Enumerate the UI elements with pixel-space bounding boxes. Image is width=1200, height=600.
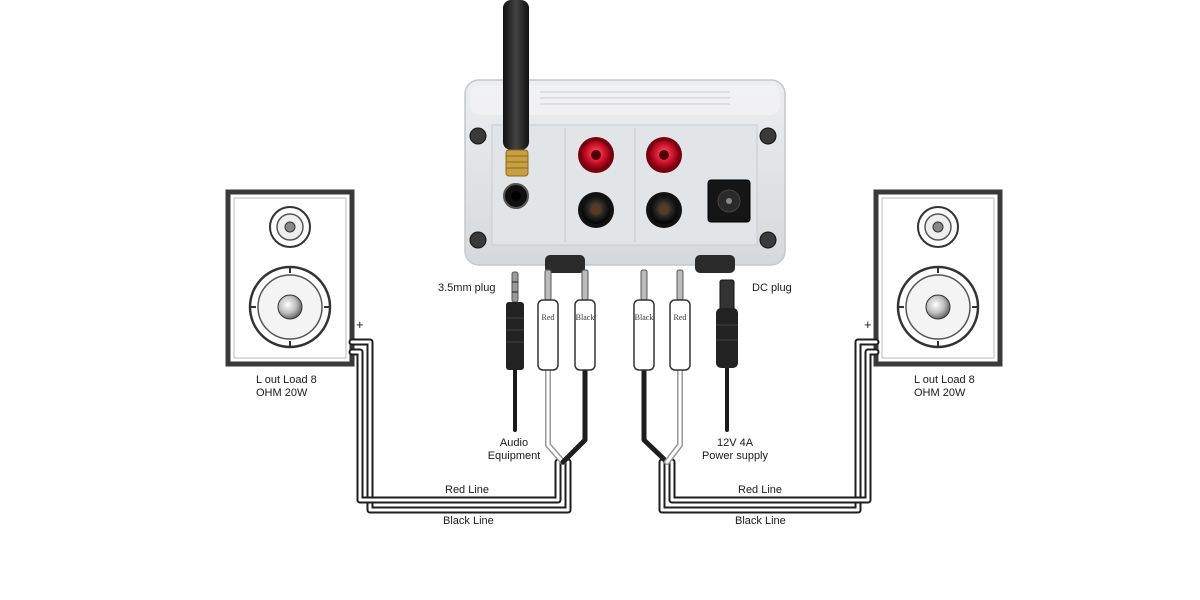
- plus-terminal-left: +: [356, 317, 364, 332]
- wiring: [348, 338, 880, 514]
- audio-equipment-label: Audio Equipment: [487, 437, 541, 462]
- amplifier: [464, 0, 786, 273]
- black-line-right-label: Black Line: [735, 515, 786, 527]
- right-speaker-cable: [641, 338, 880, 514]
- svg-text:Red: Red: [674, 313, 687, 322]
- svg-text:Black: Black: [635, 313, 654, 322]
- plug-35mm-label: 3.5mm plug: [438, 282, 496, 294]
- terminal-right-red: [646, 137, 682, 173]
- svg-text:Red: Red: [542, 313, 555, 322]
- terminal-left-black: [578, 192, 614, 228]
- red-line-left-label: Red Line: [445, 484, 490, 496]
- black-line-left-label: Black Line: [443, 515, 494, 527]
- left-speaker-cable: [348, 338, 588, 514]
- tweeter-icon: [917, 206, 959, 248]
- dc-plug: [716, 279, 738, 368]
- speaker-left-spec: L out Load 8 OHM 20W: [256, 374, 317, 399]
- speaker-right: [873, 189, 1003, 367]
- banana-plug-right-red: Red: [669, 269, 691, 371]
- tweeter-icon: [269, 206, 311, 248]
- dc-power-jack: [707, 179, 751, 223]
- banana-plug-right-black: Black: [633, 269, 655, 371]
- power-supply-label: 12V 4A Power supply: [701, 437, 769, 462]
- woofer-icon: [896, 265, 980, 349]
- speaker-left: [225, 189, 355, 367]
- banana-plug-left-red: Red: [537, 269, 559, 371]
- antenna: [503, 0, 529, 150]
- plus-terminal-right: +: [864, 317, 872, 332]
- svg-text:Black: Black: [576, 313, 595, 322]
- dc-plug-label: DC plug: [752, 282, 792, 294]
- banana-plug-left-black: Black: [574, 269, 596, 371]
- plug-35mm: [506, 271, 524, 370]
- terminal-left-red: [578, 137, 614, 173]
- terminal-right-black: [646, 192, 682, 228]
- screw-icon: [469, 127, 777, 249]
- speaker-right-spec: L out Load 8 OHM 20W: [914, 374, 975, 399]
- red-line-right-label: Red Line: [738, 484, 783, 496]
- woofer-icon: [248, 265, 332, 349]
